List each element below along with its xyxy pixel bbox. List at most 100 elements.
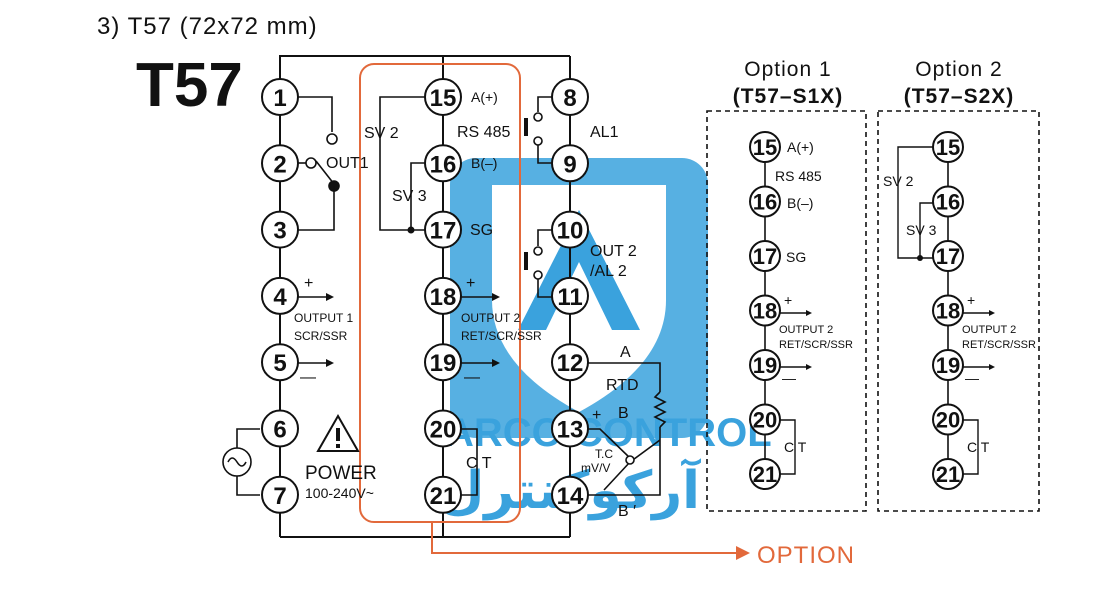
output2-arrows [460,296,492,364]
terminal-number: 18 [430,284,457,311]
option1-model: (T57–S1X) [733,85,844,108]
terminal-circle [749,349,781,381]
option1-output2-line1: OUTPUT 2 [779,324,833,336]
mid-terminal-15: 15 [424,78,462,116]
option2-ct-wire [963,419,979,475]
terminal-circle [749,294,781,327]
option1-terminal-15: 15 [749,131,781,163]
option2-terminal-19: 19 [932,349,964,381]
left-terminal-3: 3 [261,210,299,249]
output2-plus: + [466,275,475,292]
terminal-number: 19 [936,353,960,378]
sg-label: SG [470,222,493,239]
al1-label: AL1 [590,124,619,141]
al1-coil-icon [524,118,528,136]
option2-terminal-18: 18 [932,294,964,327]
terminal-number: 19 [753,353,777,378]
terminal-circle [749,131,781,163]
terminal-number: 18 [753,299,777,324]
terminal-circle [261,343,299,382]
terminal-circle [551,78,589,116]
terminal-number: 18 [936,299,960,324]
option-arrow-icon [736,546,750,560]
sv-wiring [379,96,426,231]
warning-triangle-icon [316,413,360,452]
terminal-number: 15 [430,85,457,112]
option1-terminal-20: 20 [749,403,781,436]
terminal-number: 17 [430,218,457,245]
power-source [222,428,260,496]
out1-relay [298,96,340,231]
terminal-number: 17 [936,244,960,269]
option2-output2-line2: RET/SCR/SSR [962,339,1036,351]
terminal-number: 5 [273,350,286,377]
option1-sg: SG [786,249,806,265]
right-terminal-9: 9 [551,144,589,183]
terminal-circle [261,409,299,448]
mid-terminal-17: 17 [424,210,462,249]
terminal-circle [749,458,781,490]
left-terminal-5: 5 [261,343,299,382]
b-minus-label: B(–) [471,155,497,171]
option2-sv3: SV 3 [906,222,937,238]
tc-plus: + [592,407,601,424]
terminal-circle [261,210,299,249]
option-highlight-box [359,63,521,523]
terminal-number: 10 [557,218,584,245]
output2-line2: RET/SCR/SSR [461,329,542,343]
terminal-circle [749,403,781,436]
terminal-circle [932,294,964,327]
terminal-circle [551,475,589,514]
option-label: OPTION [757,542,855,569]
option1-title: Option 1 [744,58,831,81]
left-terminal-6: 6 [261,409,299,448]
terminal-circle [261,475,299,514]
out2-relay [533,229,552,298]
terminal-number: 6 [273,417,286,444]
terminal-circle [424,343,462,382]
tc-line1: T.C [595,447,613,461]
option1-minus-arrow-icon [806,364,812,370]
option1-plus: + [784,292,792,308]
option1-output2-line2: RET/SCR/SSR [779,339,853,351]
al1-relay [533,96,552,164]
option2-minus: — [965,370,979,386]
option1-panel: Option 1 (T57–S1X) A(+) RS 485 B(–) SG +… [706,58,867,512]
sv-junction [407,226,415,234]
option1-frame [706,110,867,512]
rtd-b-label: B [618,405,629,422]
right-terminal-13: 13 [551,409,589,448]
terminal-number: 4 [273,284,287,311]
page-title: 3) T57 (72x72 mm) [97,13,318,40]
terminal-number: 20 [430,417,457,444]
option2-title: Option 2 [915,58,1002,81]
option1-terminal-17: 17 [749,240,781,272]
rtd-b-prime-label: B ′ [618,503,636,520]
option2-terminal-21: 21 [932,458,964,490]
left-terminal-2: 2 [261,144,299,183]
terminal-number: 7 [273,483,286,510]
out2-line2: /AL 2 [590,263,627,280]
option1-ct-wire [780,419,796,475]
output1-plus-arrow-icon [326,293,334,301]
terminal-circle [424,144,462,183]
option-highlight: OPTION [359,63,855,569]
terminal-number: 16 [430,151,457,178]
terminal-number: 15 [753,135,777,160]
left-terminal-1: 1 [261,78,299,116]
terminal-circle [749,185,781,218]
watermark-logo-icon [518,210,640,330]
option2-frame [877,110,1040,512]
a-plus-label: A(+) [471,89,498,105]
option1-terminal-19: 19 [749,349,781,381]
option2-terminal-15: 15 [932,131,964,163]
option2-terminal-17: 17 [932,240,964,272]
option1-terminal-16: 16 [749,185,781,218]
power-range: 100-240V~ [305,485,374,501]
left-terminal-4: 4 [261,276,299,315]
rs485-label: RS 485 [457,124,510,141]
